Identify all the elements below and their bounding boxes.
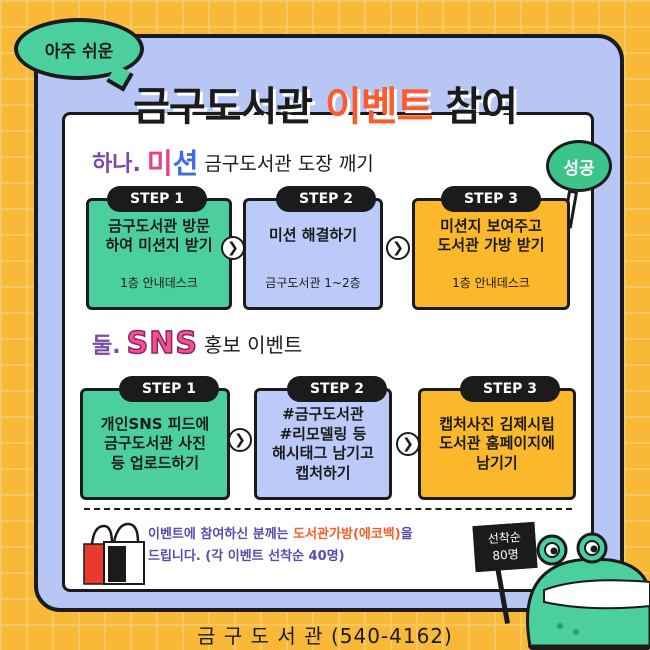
notice-text: 이벤트에 참여하신 분께는 도서관가방(에코백)을 드립니다. (각 이벤트 선… xyxy=(148,524,488,568)
title-part2: 참여 xyxy=(432,84,518,130)
title-part1: 금구도서관 xyxy=(133,84,325,130)
s1-step1-sub: 1층 안내데스크 xyxy=(120,275,198,290)
divider xyxy=(84,508,572,510)
page-title: 금구도서관 이벤트 참여 xyxy=(60,74,590,132)
eco-bag-icon xyxy=(83,522,145,585)
section2-text: 홍보 이벤트 xyxy=(203,333,303,357)
section1-text: 금구도서관 도장 깨기 xyxy=(204,152,374,175)
s1-step3-sub: 1층 안내데스크 xyxy=(452,275,530,290)
s1-step3-main: 미션지 보여주고 도서관 가방 받기 xyxy=(437,216,545,255)
mission-char-1: 미 xyxy=(146,147,173,180)
s1-step1-label: STEP 1 xyxy=(107,186,207,212)
section1-heading: 하나. 미션 금구도서관 도장 깨기 xyxy=(92,142,374,182)
s2-step1-label: STEP 1 xyxy=(119,376,219,402)
s1-step1-card: 금구도서관 방문 하여 미션지 받기 1층 안내데스크 xyxy=(86,198,232,310)
s1-step2-label: STEP 2 xyxy=(276,186,376,212)
s2-step2-card: #금구도서관 #리모델링 등 해시태그 남기고 캡처하기 xyxy=(254,388,392,500)
notice-highlight: 도서관가방(에코백) xyxy=(293,527,401,542)
s1-step2-sub: 금구도서관 1~2층 xyxy=(265,275,361,290)
mission-char-2: 션 xyxy=(172,147,199,180)
s1-step2-main: 미션 해결하기 xyxy=(268,226,358,245)
success-label: 성공 xyxy=(563,158,595,179)
s2-step1-card: 개인SNS 피드에 금구도서관 사진 등 업로드하기 xyxy=(80,388,230,500)
s1-step3-card: 미션지 보여주고 도서관 가방 받기 1층 안내데스크 xyxy=(412,198,570,310)
section1-number: 하나. xyxy=(92,152,141,177)
s1-arrow-1-icon: ❯ xyxy=(221,236,245,260)
easy-badge-label: 아주 쉬운 xyxy=(44,41,114,62)
crocodile-mascot-icon xyxy=(526,532,650,650)
success-sign: 성공 xyxy=(546,140,612,192)
s2-step1-main: 개인SNS 피드에 금구도서관 사진 등 업로드하기 xyxy=(100,414,210,472)
s1-step2-card: 미션 해결하기 금구도서관 1~2층 xyxy=(243,198,383,310)
easy-badge: 아주 쉬운 xyxy=(14,18,144,80)
s1-step1-main: 금구도서관 방문 하여 미션지 받기 xyxy=(105,216,213,255)
notice-a: 이벤트에 참여하신 분께는 xyxy=(148,527,294,542)
s2-step3-main: 캡처사진 김제시립 도서관 홈페이지에 남기기 xyxy=(439,414,555,472)
notice-line2: 드립니다. (각 이벤트 선착순 40명) xyxy=(148,549,345,565)
s2-step3-label: STEP 3 xyxy=(460,376,560,402)
s2-arrow-2-icon: ❯ xyxy=(396,432,420,456)
mission-word: 미션 xyxy=(147,142,199,182)
s2-step2-label: STEP 2 xyxy=(287,376,387,402)
s2-arrow-1-icon: ❯ xyxy=(228,428,252,452)
s2-step2-main: #금구도서관 #리모델링 등 해시태그 남기고 캡처하기 xyxy=(272,405,374,482)
section2-number: 둘. xyxy=(92,333,121,359)
footer-contact: 금 구 도 서 관 (540-4162) xyxy=(197,624,453,648)
title-highlight: 이벤트 xyxy=(325,84,433,130)
s2-step3-card: 캡처사진 김제시립 도서관 홈페이지에 남기기 xyxy=(418,388,576,500)
notice-b: 을 xyxy=(400,527,413,542)
sns-word: SNS xyxy=(126,325,198,362)
section2-heading: 둘. SNS 홍보 이벤트 xyxy=(92,325,303,362)
s1-step3-label: STEP 3 xyxy=(441,186,541,212)
s1-arrow-2-icon: ❯ xyxy=(386,236,410,260)
